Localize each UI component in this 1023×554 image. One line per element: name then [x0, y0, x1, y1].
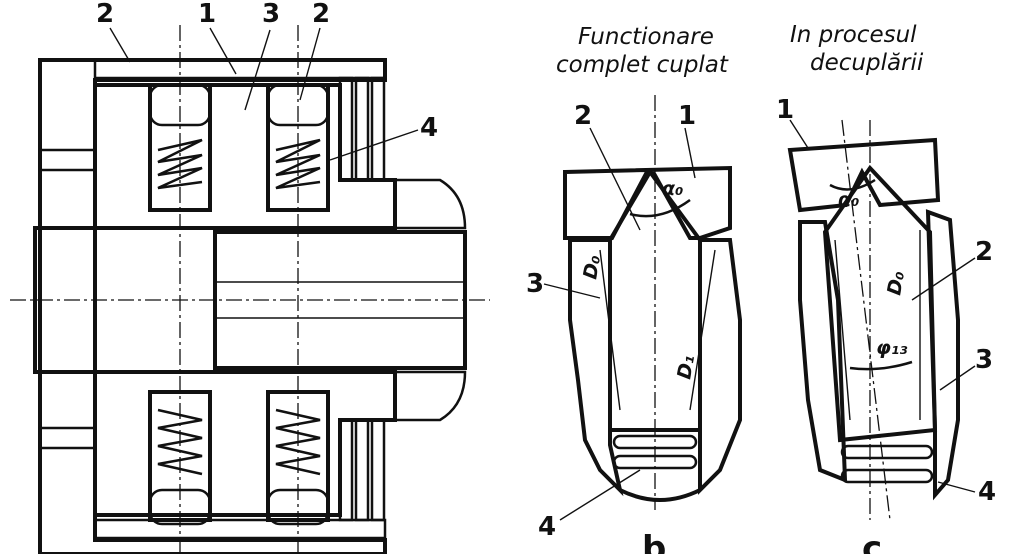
side-hole-top	[38, 148, 97, 172]
symbol-c-phi: φ₁₃	[876, 337, 908, 359]
symbol-c-d0: D₀	[883, 269, 909, 297]
spring-c	[840, 444, 934, 484]
callout-b-2: 2	[574, 101, 592, 131]
subfigure-label-b: b	[642, 529, 666, 554]
symbol-b-d0: D₀	[579, 253, 605, 281]
pin-b	[608, 168, 702, 432]
housing-wall-c-right	[925, 209, 960, 501]
plate-c	[787, 137, 941, 213]
section-view-a: 2 1 3 2 4	[10, 0, 490, 554]
symbol-c-alpha: α₀	[838, 189, 859, 211]
caption-c-line2: decuplării	[810, 50, 924, 76]
sleeve-bottom	[93, 518, 387, 540]
symbol-b-alpha: α₀	[662, 178, 683, 200]
callout-b-4: 4	[538, 512, 556, 542]
side-hole-bottom	[38, 426, 97, 450]
caption-c-line1: In procesul	[790, 22, 917, 48]
disc-pack-bottom	[338, 418, 386, 522]
shaft-collar-top	[393, 178, 467, 230]
caption-b-line1: Functionare	[578, 24, 714, 50]
callout-a-2-right: 2	[312, 0, 330, 29]
symbol-b-d1: D₁	[673, 353, 699, 381]
caption-b-line2: complet cuplat	[556, 52, 729, 78]
shaft-collar-bottom	[393, 370, 467, 422]
pin-c	[822, 164, 938, 443]
callout-b-1: 1	[678, 101, 696, 131]
disc-pack-top	[338, 76, 386, 182]
callout-c-2: 2	[975, 237, 993, 267]
callout-b-3: 3	[526, 269, 544, 299]
callout-c-4: 4	[978, 477, 996, 507]
callout-a-4: 4	[420, 113, 438, 143]
housing-outer	[38, 58, 387, 554]
housing-wall-b-right	[698, 238, 742, 495]
sleeve-top	[93, 58, 387, 80]
detail-view-c: In procesul decuplării 1 2 3 4 α₀ D₀ φ	[776, 22, 996, 554]
callout-a-3: 3	[262, 0, 280, 29]
detail-view-b: Functionare complet cuplat 2 1 3 4 α₀ D₀…	[526, 24, 742, 554]
callout-c-3: 3	[975, 345, 993, 375]
callout-a-2-left: 2	[96, 0, 114, 29]
callout-a-1: 1	[198, 0, 216, 29]
callout-c-1: 1	[776, 95, 794, 125]
subfigure-label-c: c	[862, 529, 882, 554]
